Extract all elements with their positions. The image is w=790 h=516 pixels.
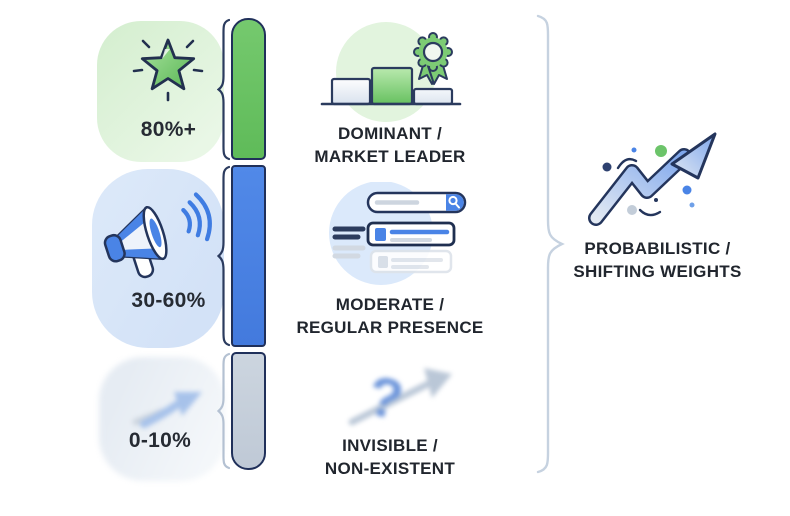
- category-label-dominant: DOMINANT / MARKET LEADER: [285, 122, 495, 168]
- growth-zigzag-arrow-icon: [588, 132, 717, 226]
- sound-waves-icon: [181, 192, 212, 242]
- search-results-icon: [329, 182, 467, 285]
- blurred-question-arrow-icon: ?: [348, 363, 452, 432]
- category-label-invisible: INVISIBLE / NON-EXISTENT: [285, 434, 495, 480]
- category-label-moderate: MODERATE / REGULAR PRESENCE: [285, 293, 495, 339]
- bar-segment-mid: [231, 165, 266, 347]
- category-line1: INVISIBLE /: [342, 436, 438, 455]
- result-card-faded: [369, 249, 453, 274]
- megaphone-icon: [103, 192, 212, 279]
- category-line2: MARKET LEADER: [314, 147, 466, 166]
- tier-low-blob: [99, 357, 225, 481]
- search-bar-icon: [366, 191, 467, 214]
- bar-segment-high: [231, 18, 266, 160]
- podium-award-icon: [320, 22, 462, 122]
- category-line1: DOMINANT /: [337, 124, 443, 143]
- annotation-line1: PROBABILISTIC /: [584, 239, 731, 258]
- svg-text:?: ?: [362, 363, 409, 432]
- tier-mid-brace: [217, 165, 230, 347]
- award-rosette-icon: [413, 32, 453, 85]
- tier-low-range-label: 0-10%: [128, 429, 192, 452]
- grouping-brace: [536, 14, 565, 474]
- annotation-line2: SHIFTING WEIGHTS: [573, 262, 742, 281]
- result-card-highlighted: [366, 221, 456, 247]
- category-line2: REGULAR PRESENCE: [296, 318, 484, 337]
- bar-segment-low: [231, 352, 266, 470]
- annotation-label: PROBABILISTIC / SHIFTING WEIGHTS: [540, 237, 775, 283]
- tier-high-blob: [97, 21, 224, 162]
- tier-mid-range-label: 30-60%: [131, 289, 206, 312]
- tier-high-brace: [217, 18, 230, 161]
- tier-high-range-label: 80%+: [140, 118, 197, 141]
- category-line1: MODERATE /: [335, 295, 445, 314]
- category-line2: NON-EXISTENT: [324, 459, 456, 478]
- star-burst-icon: [132, 38, 204, 102]
- faded-arrow-icon: [132, 392, 202, 428]
- tier-low-brace: [217, 352, 230, 470]
